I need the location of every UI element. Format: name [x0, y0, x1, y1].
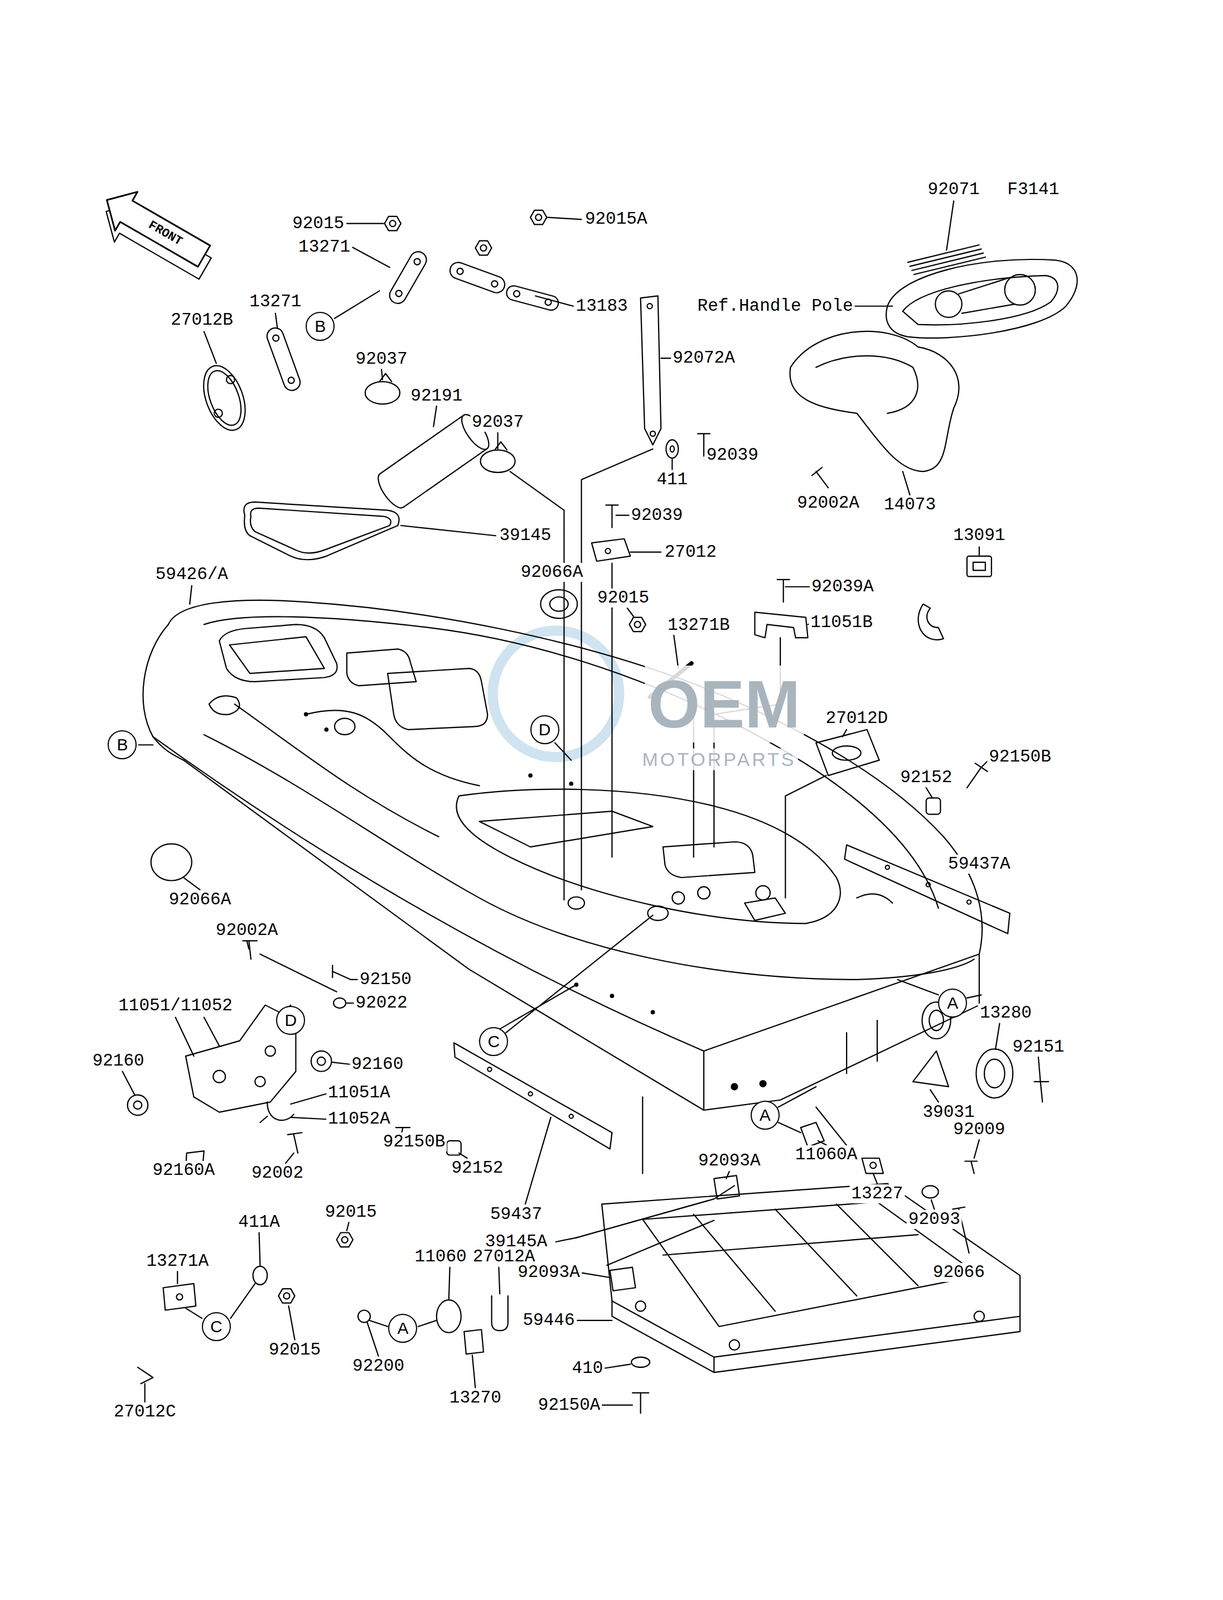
hull-body [143, 600, 983, 1110]
callout-number: 92015 [323, 1202, 379, 1222]
callout-number: 92002A [214, 920, 280, 940]
callout-number: 92150 [358, 969, 414, 989]
callout-number: 13271 [247, 292, 303, 312]
parts [127, 210, 1078, 1413]
front-arrow [90, 180, 222, 289]
part-name: Ref.Handle Pole [695, 296, 855, 316]
reference-circle: A [388, 1313, 418, 1343]
reference-circle: B [305, 311, 335, 341]
callout-number: 92093A [696, 1151, 763, 1171]
callout-number: 92037 [470, 412, 526, 432]
reference-letter: B [116, 736, 128, 753]
callout-number: 92002A [795, 493, 862, 513]
callout-number: 11060 [413, 1246, 469, 1266]
callout-number: 92093 [906, 1209, 963, 1229]
callout-number: 92066A [167, 890, 234, 910]
callout-number: 13271A [144, 1251, 211, 1271]
callout-number: 92015 [267, 1340, 323, 1360]
callout-number: 92160 [349, 1054, 405, 1074]
callout-number: 59426/A [153, 564, 230, 584]
callout-number: 92150B [987, 747, 1053, 767]
callout-number: 411 [654, 470, 690, 490]
callout-number: 27012 [663, 542, 719, 562]
callout-number: 11052A [326, 1109, 393, 1129]
reference-circle: A [750, 1100, 780, 1130]
watermark-logo [492, 630, 620, 757]
reference-letter: D [284, 1011, 297, 1029]
callout-number: 11051B [808, 612, 875, 632]
callout-number: 92022 [354, 993, 410, 1013]
callout-number: 92191 [408, 386, 464, 406]
callout-number: 92009 [951, 1119, 1007, 1139]
callout-number: 411A [236, 1212, 282, 1232]
watermark: MOTORPARTS [640, 747, 798, 770]
callout-number: 92160A [150, 1160, 217, 1180]
reference-circle: D [530, 714, 560, 744]
callout-number: 13271 [296, 237, 352, 257]
callout-number: 39031 [920, 1102, 976, 1122]
figure-code: F3141 [1005, 180, 1061, 200]
callout-number: 27012C [112, 1402, 178, 1421]
callout-number: 92072A [670, 348, 737, 368]
callout-number: 92002 [249, 1163, 306, 1183]
callout-number: 92150B [381, 1132, 448, 1152]
callout-number: 13280 [978, 1003, 1034, 1023]
reference-circle: A [938, 988, 968, 1018]
callout-number: 59437 [488, 1204, 544, 1223]
callout-number: 13227 [849, 1183, 905, 1203]
callout-number: 92039A [809, 577, 876, 597]
callout-number: 92066 [931, 1262, 987, 1282]
callout-number: 92160 [90, 1051, 147, 1071]
callout-number: 13183 [574, 296, 630, 316]
callout-number: 59446 [520, 1310, 577, 1330]
callout-number: 11060A [793, 1144, 860, 1164]
reference-circle: C [479, 1026, 509, 1056]
callout-number: 27012B [168, 310, 235, 330]
reference-circle: D [276, 1005, 306, 1035]
callout-number: 27012D [824, 708, 891, 728]
reference-letter: C [487, 1032, 500, 1050]
callout-number: 92151 [1010, 1037, 1066, 1057]
callout-number: 39145 [497, 525, 553, 545]
callout-number: 14073 [882, 495, 938, 515]
callout-number: 92039 [704, 445, 761, 465]
callout-number: 92152 [898, 767, 954, 787]
callout-number: 92015 [595, 588, 651, 608]
reference-letter: A [759, 1106, 771, 1124]
reference-circle: B [107, 730, 137, 760]
callout-number: 11051/11052 [116, 996, 235, 1015]
callout-number: 11051A [326, 1083, 393, 1102]
callout-number: 92200 [350, 1356, 406, 1376]
callout-number: 92039 [629, 505, 685, 525]
reference-letter: A [946, 994, 959, 1012]
callout-number: 92037 [354, 349, 410, 369]
callout-number: 13091 [951, 525, 1007, 545]
callout-number: 92071 [926, 180, 982, 200]
callout-number: 92152 [449, 1158, 505, 1178]
reference-letter: A [397, 1319, 409, 1337]
callout-number: 410 [570, 1358, 606, 1378]
callout-number: 13271B [665, 615, 732, 635]
reference-circle: C [201, 1311, 231, 1341]
reference-letter: B [314, 317, 326, 335]
callout-number: 92015A [583, 209, 650, 229]
callout-number: 92015 [290, 214, 346, 234]
leader-lines [122, 200, 1041, 1405]
callout-number: 92093A [515, 1262, 582, 1282]
callout-number: 92066A [519, 562, 586, 582]
callout-number: 59437A [946, 854, 1013, 874]
callout-number: 92150A [536, 1395, 603, 1415]
reference-letter: D [538, 721, 551, 738]
watermark: OEM [644, 665, 804, 743]
callout-number: 13270 [447, 1388, 504, 1408]
reference-letter: C [210, 1317, 223, 1335]
